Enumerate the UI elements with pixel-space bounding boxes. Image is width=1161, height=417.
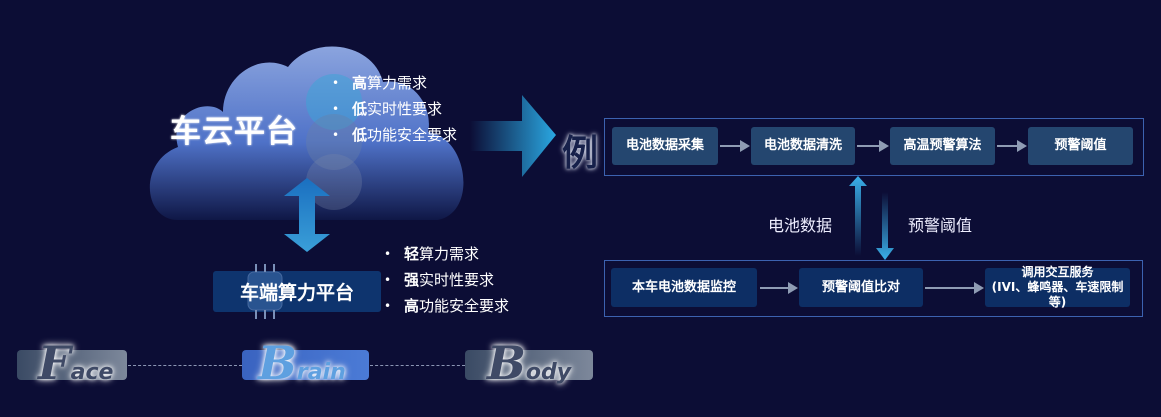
- face-pill: [17, 350, 127, 380]
- cloud-flow-frame: [604, 118, 1144, 176]
- vehicle-platform-title: 车端算力平台: [213, 264, 381, 319]
- arrow-icon: [760, 282, 798, 294]
- chip-icon: [247, 264, 283, 319]
- flow-node-threshold-compare: 预警阈值比对: [799, 268, 923, 307]
- body-label: Body: [487, 336, 572, 390]
- brain-pill: [242, 350, 369, 380]
- flow-node-battery-collect: 电池数据采集: [612, 127, 718, 165]
- list-item: 低功能安全要求: [332, 122, 467, 148]
- arrow-icon: [925, 282, 984, 294]
- list-item: 高功能安全要求: [384, 293, 544, 319]
- list-item: 高算力需求: [332, 70, 467, 96]
- arrow-icon: [720, 140, 750, 152]
- vehicle-requirements-list: 轻算力需求 强实时性要求 高功能安全要求: [384, 241, 544, 319]
- arrow-icon: [857, 140, 889, 152]
- connector-line: [370, 365, 465, 366]
- face-label: Face: [38, 336, 114, 390]
- arrow-icon: [997, 140, 1027, 152]
- cloud-requirements-list: 高算力需求 低实时性要求 低功能安全要求: [332, 70, 467, 148]
- uplink-label: 电池数据: [768, 216, 833, 235]
- list-item: 低实时性要求: [332, 96, 467, 122]
- flow-node-warning-threshold: 预警阈值: [1028, 127, 1133, 165]
- flow-node-temp-algorithm: 高温预警算法: [890, 127, 995, 165]
- up-down-arrows-icon: [849, 176, 894, 260]
- list-item: 强实时性要求: [384, 267, 544, 293]
- example-label: 例: [562, 133, 599, 174]
- flow-node-battery-monitor: 本车电池数据监控: [611, 268, 757, 307]
- list-item: 轻算力需求: [384, 241, 544, 267]
- right-arrow-icon: [470, 95, 556, 177]
- vehicle-platform-label: 车端算力平台: [239, 282, 354, 304]
- vehicle-flow-frame: [604, 260, 1143, 317]
- downlink-label: 预警阈值: [908, 216, 973, 235]
- double-arrow-icon: [284, 178, 330, 252]
- cloud-platform-title: 车云平台: [170, 114, 298, 150]
- flow-node-battery-clean: 电池数据清洗: [751, 127, 855, 165]
- flow-node-interaction-service: 调用交互服务 (IVI、蜂鸣器、车速限制等): [985, 265, 1130, 309]
- brain-label: Brain: [258, 336, 346, 390]
- body-pill: [465, 350, 593, 380]
- connector-line: [128, 365, 242, 366]
